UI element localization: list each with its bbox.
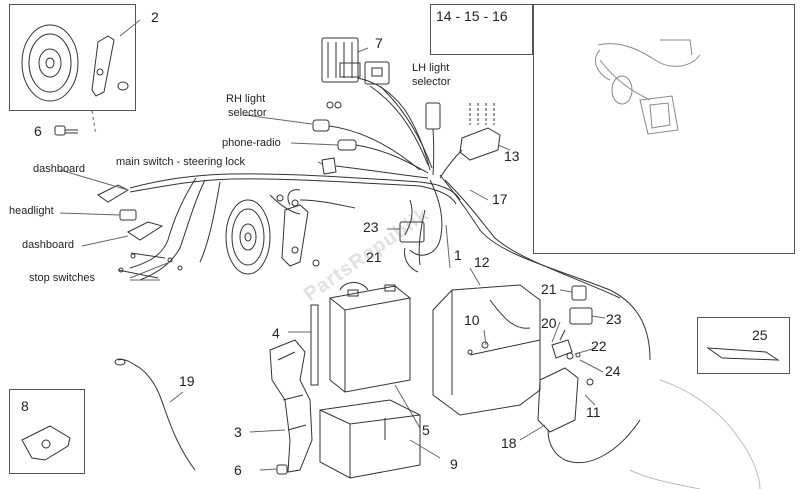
label-rh-light-selector-line2: selector [228, 107, 267, 119]
callout-7: 7 [375, 35, 383, 51]
strip-part-25 [706, 347, 780, 361]
lh-selector-connectors [425, 102, 511, 179]
callout-21-right: 21 [541, 281, 557, 297]
dashboard-connectors [97, 184, 183, 279]
part-8-inset-box [9, 389, 85, 474]
callout-9: 9 [450, 456, 458, 472]
callout-5: 5 [422, 422, 430, 438]
leader-lines [59, 47, 604, 373]
screw-6-bottom-drawing [259, 464, 288, 475]
callout-24: 24 [605, 363, 621, 379]
battery-drawing [329, 282, 421, 429]
horn-main-drawing [225, 189, 320, 275]
callout-13: 13 [504, 148, 520, 164]
callout-10: 10 [464, 312, 480, 328]
control-unit-part-18 [519, 367, 641, 464]
label-lh-light-selector-line1: LH light [412, 62, 450, 74]
bracket-part-8 [21, 425, 71, 461]
header-inset-box [430, 4, 533, 55]
callout-23-top: 23 [363, 219, 379, 235]
label-dashboard-bottom: dashboard [22, 239, 74, 251]
callout-18: 18 [501, 435, 517, 451]
relay-23-21 [387, 221, 425, 273]
label-stop-switches: stop switches [29, 272, 96, 284]
strap-part-4 [288, 304, 319, 386]
label-lh-light-selector-line2: selector [412, 76, 451, 88]
label-dashboard-top: dashboard [33, 163, 85, 175]
relays-right [569, 285, 606, 325]
side-guard-part-3 [249, 339, 313, 473]
ground-cable-19 [114, 358, 196, 471]
callout-4: 4 [272, 325, 280, 341]
battery-box-part-12 [432, 267, 541, 416]
callout-header: 14 - 15 - 16 [436, 8, 508, 24]
callout-25: 25 [752, 327, 768, 343]
main-wiring-harness [129, 173, 651, 361]
fuse-box-drawing [321, 37, 433, 171]
label-headlight: headlight [9, 205, 54, 217]
horn-inset-box [9, 4, 136, 111]
callout-6-top: 6 [34, 123, 42, 139]
callout-8: 8 [21, 398, 29, 414]
battery-tray-drawing [319, 399, 441, 479]
callout-3: 3 [234, 424, 242, 440]
callout-19: 19 [179, 373, 195, 389]
callout-11: 11 [586, 404, 601, 420]
part-25-inset-box [697, 317, 790, 374]
screw-6-top-drawing [54, 110, 97, 136]
assembly-inset-box [533, 4, 795, 254]
callout-1: 1 [454, 247, 462, 263]
bracket-part-20-22 [551, 329, 581, 360]
callout-12: 12 [474, 254, 490, 270]
label-phone-radio: phone-radio [222, 137, 281, 149]
callout-17: 17 [492, 191, 508, 207]
callout-2: 2 [151, 9, 159, 25]
frame-outline-right [629, 379, 761, 489]
callout-20: 20 [541, 315, 557, 331]
horn-inset-drawing [21, 19, 141, 102]
assembly-inset-sketch [595, 39, 701, 135]
callout-22: 22 [591, 338, 607, 354]
main-switch-connector [321, 157, 429, 179]
callout-21-top: 21 [366, 249, 382, 265]
label-main-switch: main switch - steering lock [116, 156, 245, 168]
label-rh-light-selector-line1: RH light [226, 93, 266, 105]
callout-23-right: 23 [606, 311, 622, 327]
rh-selector-connector [312, 119, 421, 171]
callout-6-bottom: 6 [234, 462, 242, 478]
